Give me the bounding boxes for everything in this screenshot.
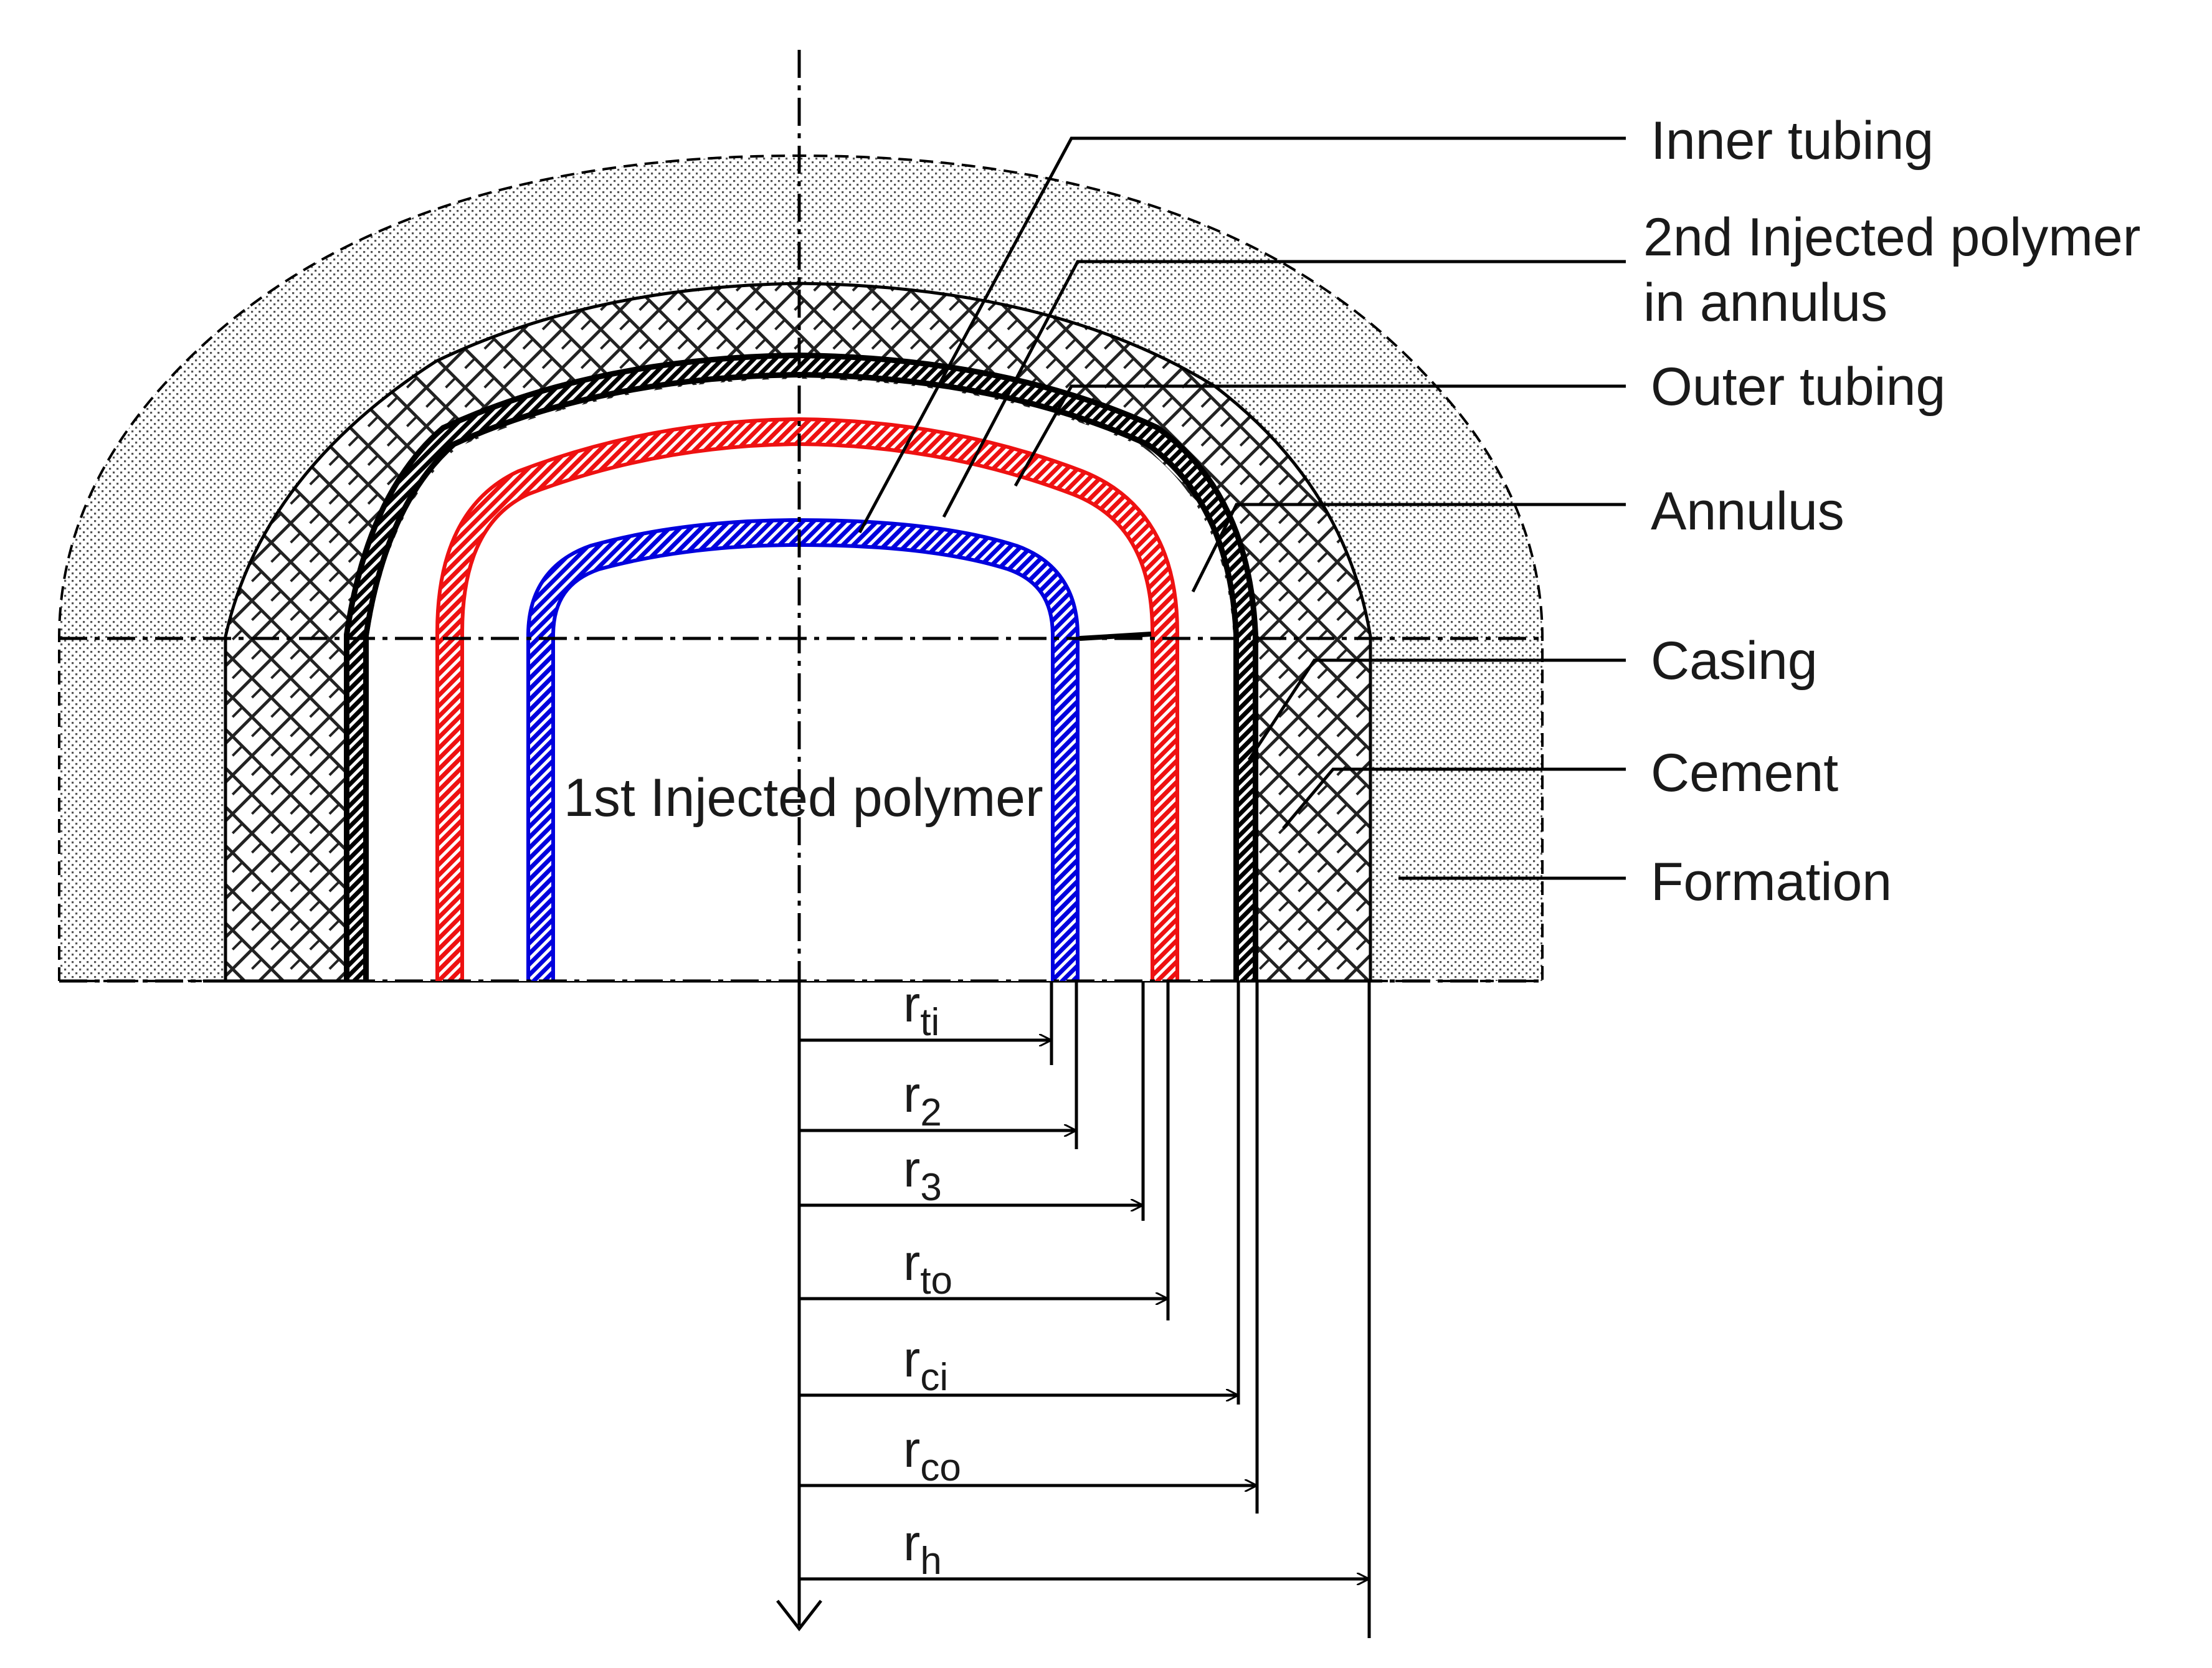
leader-lines: [858, 136, 1626, 880]
first-polymer-label: 1st Injected polymer: [564, 768, 1043, 828]
inner-bore-region: [556, 547, 1050, 981]
second-polymer-label-line2: in annulus: [1643, 273, 1887, 333]
radius-labels: rti r2 r3 rto rci rco rh: [903, 976, 961, 1583]
radius-label-3: r3: [903, 1141, 942, 1209]
radius-label-2: r2: [903, 1066, 942, 1134]
annulus-label: Annulus: [1651, 481, 1844, 541]
radius-label-to: rto: [903, 1234, 952, 1302]
radius-label-ti: rti: [903, 976, 939, 1044]
radius-arrows: [799, 1040, 1368, 1579]
radius-extension-lines: [1050, 981, 1371, 1638]
casing-label: Casing: [1651, 631, 1818, 691]
second-polymer-label-line1: 2nd Injected polymer: [1643, 207, 2140, 267]
radius-label-co: rco: [903, 1421, 961, 1489]
radius-label-ci: rci: [903, 1331, 948, 1399]
inner-tubing-label: Inner tubing: [1651, 111, 1934, 171]
radius-label-h: rh: [903, 1515, 942, 1583]
axis-arrow-icon: [776, 1599, 822, 1632]
formation-label: Formation: [1651, 852, 1892, 912]
cement-label: Cement: [1651, 743, 1838, 803]
outer-tubing-hatch: [439, 420, 1175, 981]
outer-tubing-label: Outer tubing: [1651, 357, 1945, 417]
